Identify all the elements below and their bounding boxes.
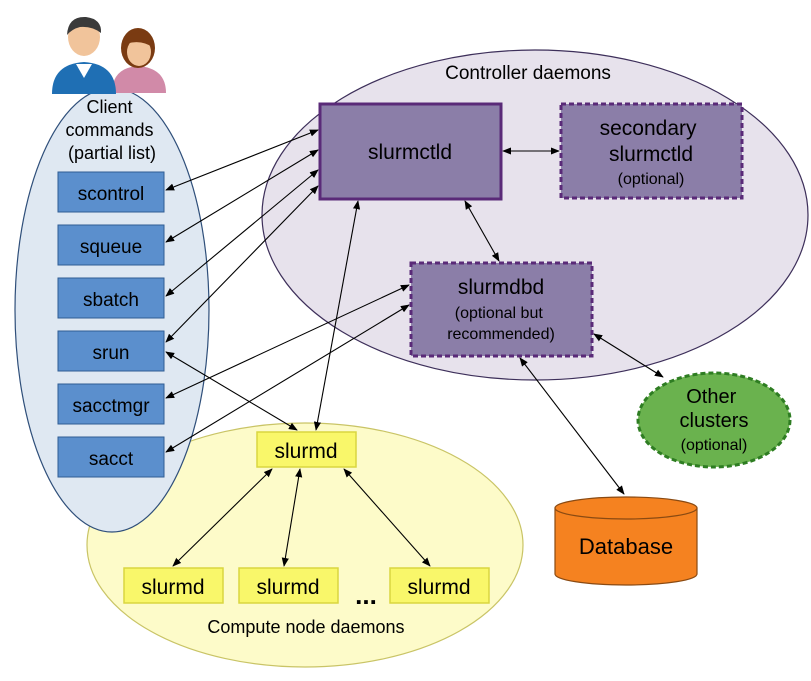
slurmdbd-note: (optional but recommended) [447, 305, 555, 343]
other-clusters-line-2: clusters [680, 410, 749, 432]
other-clusters-line-1: Other [686, 386, 736, 408]
command-box-sacctmgr[interactable]: sacctmgr [57, 383, 165, 425]
slurmd-node-label: slurmd [256, 576, 319, 599]
controller-title: Controller daemons [445, 63, 611, 84]
command-label: srun [93, 343, 130, 364]
arrow-slurmd-node-3 [343, 468, 431, 567]
secondary-line-1: secondary [600, 117, 697, 140]
other-clusters-oval[interactable]: Other clusters (optional) [636, 371, 792, 469]
command-label: squeue [80, 237, 142, 258]
connection-arrows [165, 129, 664, 567]
arrow-srun-slurmd [165, 351, 298, 431]
secondary-slurmctld-label: secondary slurmctld [600, 117, 703, 166]
compute-ellipsis: ... [355, 580, 377, 610]
other-clusters-label: Other clusters [680, 386, 749, 432]
command-box-srun[interactable]: srun [57, 330, 165, 372]
slurmd-node-label: slurmd [141, 576, 204, 599]
database-cylinder[interactable]: Database [554, 496, 698, 586]
slurmdbd-note-line-1: (optional but [455, 305, 544, 322]
arrow-slurmctld-slurmdbd [464, 200, 500, 262]
command-label: scontrol [78, 184, 145, 205]
command-box-squeue[interactable]: squeue [57, 224, 165, 266]
arrow-slurmd-node-1 [172, 468, 273, 567]
slurmctld-box[interactable]: slurmctld [318, 102, 503, 201]
command-label: sacctmgr [72, 396, 150, 417]
compute-title: Compute node daemons [207, 617, 404, 637]
slurmdbd-box[interactable]: slurmdbd (optional but recommended) [409, 261, 594, 358]
command-box-sbatch[interactable]: sbatch [57, 277, 165, 319]
arrow-slurmdbd-other-clusters [593, 333, 664, 378]
client-title-line-2: commands [65, 120, 153, 140]
other-clusters-note: (optional) [681, 437, 748, 454]
slurmd-main-label: slurmd [274, 440, 337, 463]
secondary-slurmctld-note: (optional) [618, 171, 685, 188]
command-label: sacct [89, 449, 134, 470]
users-icon [52, 16, 166, 94]
slurmctld-label: slurmctld [368, 141, 452, 164]
database-label: Database [579, 534, 673, 559]
command-box-scontrol[interactable]: scontrol [57, 171, 165, 213]
secondary-slurmctld-box[interactable]: secondary slurmctld (optional) [559, 102, 744, 200]
client-title-line-1: Client [86, 97, 132, 117]
slurmdbd-label: slurmdbd [458, 276, 544, 299]
arrow-slurmd-node-2 [281, 468, 303, 567]
client-title-line-3: (partial list) [68, 143, 156, 163]
secondary-line-2: slurmctld [609, 143, 693, 166]
arrow-slurmctld-slurmd [313, 200, 361, 431]
slurmd-node-2[interactable]: slurmd [238, 567, 339, 604]
slurmd-main-box[interactable]: slurmd [256, 431, 357, 468]
slurmd-node-label: slurmd [407, 576, 470, 599]
command-label: sbatch [83, 290, 139, 311]
command-box-sacct[interactable]: sacct [57, 436, 165, 478]
slurmd-node-3[interactable]: slurmd [389, 567, 490, 604]
arrow-slurmdbd-database [519, 357, 625, 495]
client-command-list: scontrol squeue sbatch srun sacctmgr sac… [57, 171, 165, 478]
slurmd-node-1[interactable]: slurmd [123, 567, 224, 604]
slurmdbd-note-line-2: recommended) [447, 326, 555, 343]
client-title: Client commands (partial list) [65, 97, 158, 163]
